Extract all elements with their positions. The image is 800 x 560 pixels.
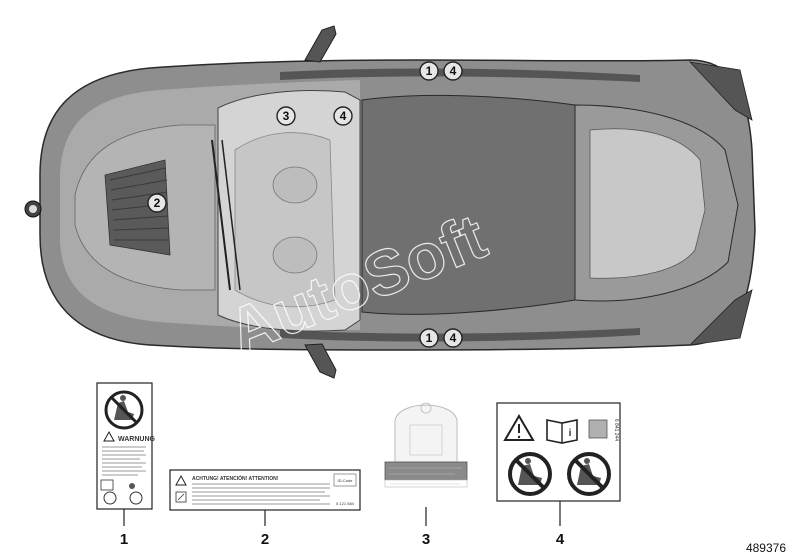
callout-1-bottom: 1: [419, 328, 439, 348]
no-rear-facing-seat-icon: [508, 452, 552, 496]
part-3-windshield-plate: 3: [384, 402, 468, 548]
svg-text:1: 1: [426, 64, 433, 78]
svg-text:2: 2: [154, 196, 161, 210]
warning-triangle-icon: [103, 430, 115, 442]
svg-text:4: 4: [340, 109, 347, 123]
warning-text: WARNUNG: [118, 436, 155, 443]
svg-text:i: i: [569, 428, 572, 439]
svg-text:1: 1: [426, 331, 433, 345]
sticker-code: 5 121 584: [336, 501, 355, 506]
grey-colour-patch: [588, 419, 608, 439]
sticker-heading: ACHTUNG! ATENCIÓN! ATTENTION!: [192, 474, 279, 482]
label-code: 6 841 244: [613, 419, 619, 441]
callout-2-hood: 2: [147, 193, 167, 213]
callout-1-top: 1: [419, 61, 439, 81]
svg-text:3: 3: [283, 109, 290, 123]
part-number-2: 2: [261, 531, 269, 548]
mirror-left: [304, 25, 337, 63]
part-number-3: 3: [422, 531, 430, 548]
part-2-warning-sticker: ACHTUNG! ATENCIÓN! ATTENTION! ID-Code 5 …: [169, 469, 361, 548]
manual-book-icon: i: [546, 419, 578, 444]
svg-text:4: 4: [450, 331, 457, 345]
callout-4-windshield: 4: [333, 106, 353, 126]
warning-triangle-icon: [503, 414, 535, 441]
mirror-right: [304, 343, 337, 379]
part-number-1: 1: [120, 531, 128, 548]
no-child-seat-icon: [104, 390, 144, 430]
id-code-badge: ID-Code: [338, 478, 354, 483]
no-child-seat-icon: [567, 452, 611, 496]
car-top-view: [24, 25, 756, 379]
callout-3-windshield: 3: [276, 106, 296, 126]
callout-4-top: 4: [443, 61, 463, 81]
warning-triangle-icon: [175, 474, 187, 486]
part-4-child-seat-label: i 6 841 244 4: [496, 402, 621, 548]
part-number-4: 4: [556, 531, 565, 548]
callout-4-bottom: 4: [443, 328, 463, 348]
part-1-airbag-label: WARNUNG 1: [96, 382, 155, 548]
svg-text:4: 4: [450, 64, 457, 78]
document-number: 489376: [746, 541, 786, 555]
